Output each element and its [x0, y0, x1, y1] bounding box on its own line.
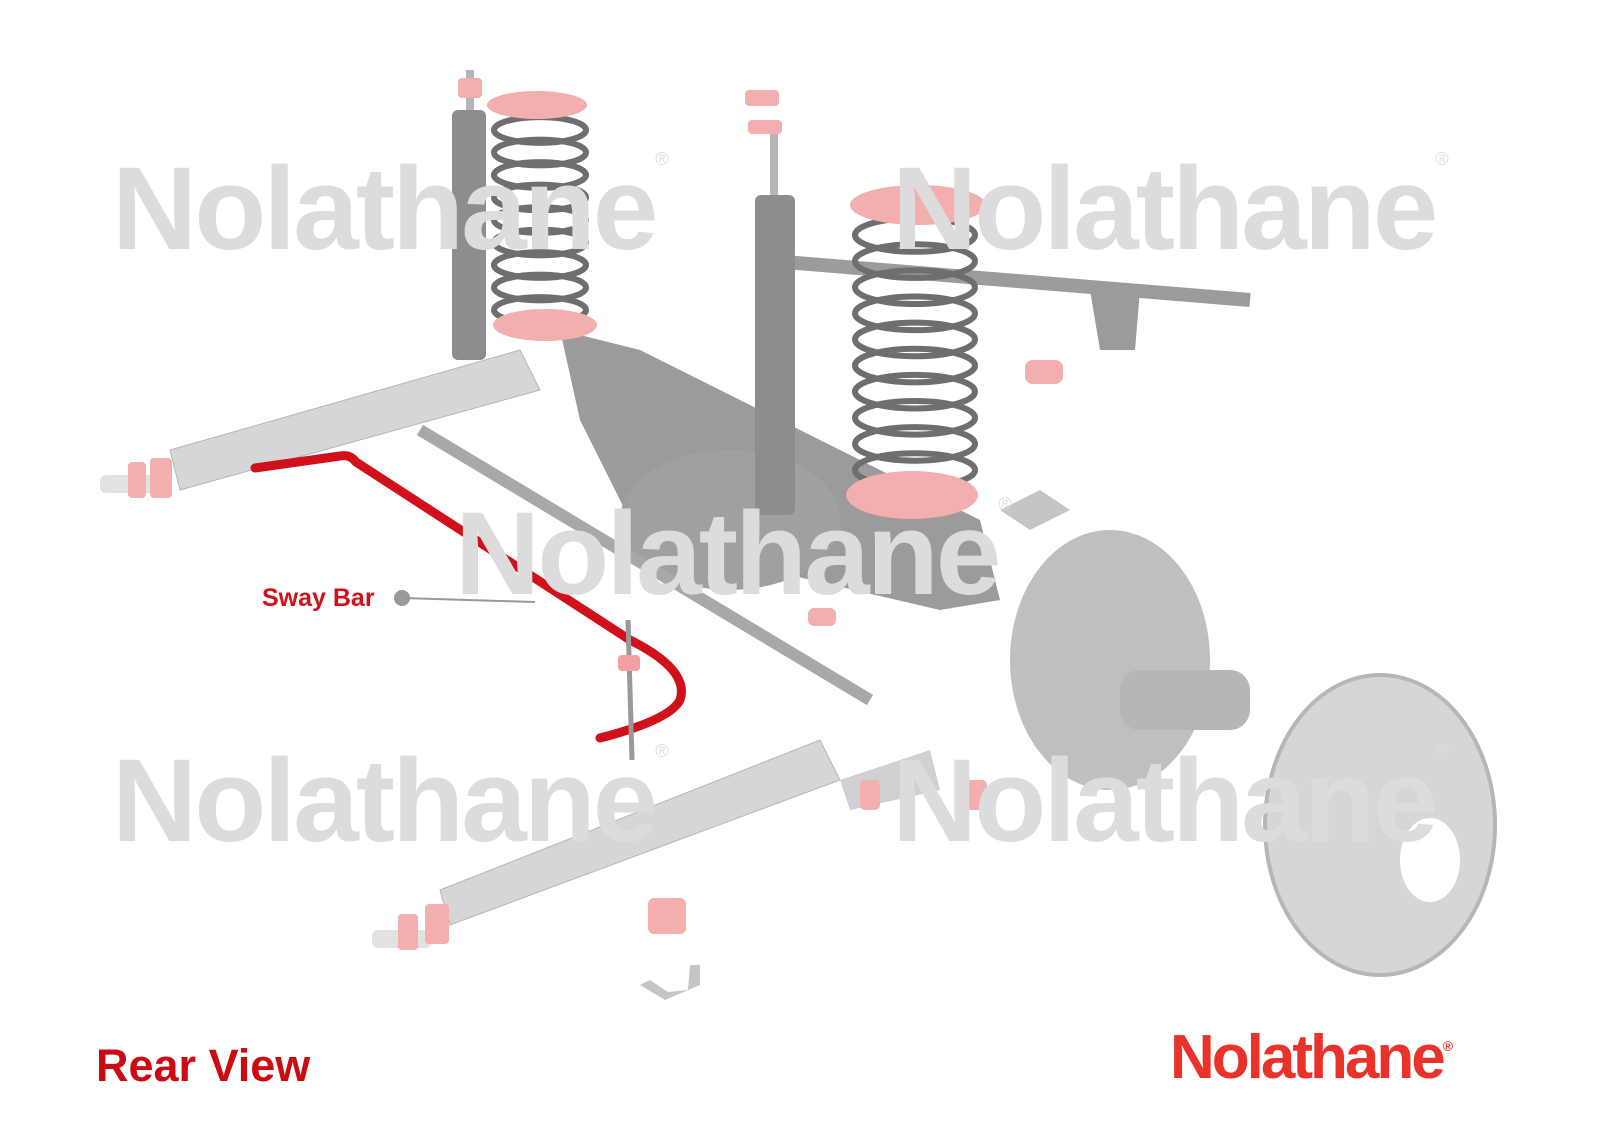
bushing — [1025, 360, 1063, 384]
rotor-center — [1400, 818, 1460, 902]
spring-coil — [852, 293, 978, 334]
watermark-text: Nolathane — [112, 143, 658, 275]
control-arm — [169, 349, 541, 491]
shock-rod — [770, 130, 778, 195]
callout-line — [401, 597, 536, 603]
panhard-bracket — [1090, 290, 1140, 350]
bushing — [860, 780, 880, 810]
spring-coil — [491, 271, 589, 304]
spring-coil — [852, 424, 978, 464]
shock-absorber — [452, 110, 486, 360]
sway-bar — [250, 451, 686, 743]
spring-coil — [491, 226, 589, 259]
sway-bar-bushing — [648, 898, 686, 934]
spring-seat — [850, 185, 986, 225]
logo-text: Nolathane — [1170, 1023, 1446, 1092]
bushing — [128, 462, 146, 498]
spring-coil — [491, 204, 589, 236]
brand-logo: Nolathane® — [1170, 1022, 1453, 1093]
watermark-mark: ® — [1435, 741, 1449, 761]
spring-coil — [852, 267, 978, 308]
sway-bar-clamp — [640, 965, 700, 1000]
spring-coil — [491, 136, 589, 169]
spring-coil — [491, 249, 589, 281]
spring-coil — [852, 241, 978, 281]
shock-absorber — [755, 195, 795, 515]
bushing — [150, 458, 172, 498]
view-label: Rear View — [96, 1040, 311, 1091]
watermark-mark: ® — [1435, 149, 1449, 169]
spring-coil — [852, 397, 978, 438]
bushing — [808, 608, 836, 626]
track-bar — [416, 424, 874, 706]
bushing — [965, 780, 987, 810]
watermark: Nolathane® — [112, 150, 669, 268]
spring-coil — [491, 181, 589, 214]
spring-coil — [491, 159, 589, 191]
watermark-text: Nolathane — [892, 143, 1438, 275]
watermark: Nolathane® — [112, 742, 669, 860]
watermark: Nolathane® — [892, 742, 1449, 860]
watermark-text: Nolathane — [455, 488, 1001, 620]
watermark-text: Nolathane — [112, 735, 658, 867]
link-bushing — [618, 655, 640, 671]
callout-sway-bar: Sway Bar — [262, 584, 375, 612]
bushing — [748, 120, 782, 134]
coil-spring — [491, 114, 589, 326]
spring-seat — [487, 91, 587, 119]
bushing — [398, 914, 418, 950]
spring-coil — [852, 319, 978, 360]
spring-coil — [852, 371, 978, 412]
bushing — [745, 90, 779, 106]
watermark-mark: ® — [655, 149, 669, 169]
logo-mark: ® — [1442, 1038, 1454, 1054]
spring-seat — [493, 309, 597, 341]
mount-plate — [1000, 490, 1070, 530]
hub — [1120, 670, 1250, 730]
panhard-rod — [759, 253, 1251, 307]
spring-seat — [846, 471, 978, 519]
bushing — [458, 78, 482, 98]
spring-coil — [852, 345, 978, 386]
watermark-mark: ® — [998, 494, 1012, 514]
sway-bar-link — [625, 619, 635, 761]
watermark: Nolathane® — [455, 495, 1012, 613]
watermark: Nolathane® — [892, 150, 1449, 268]
watermark-text: Nolathane — [892, 735, 1438, 867]
watermark-mark: ® — [655, 741, 669, 761]
bushing — [425, 904, 449, 944]
